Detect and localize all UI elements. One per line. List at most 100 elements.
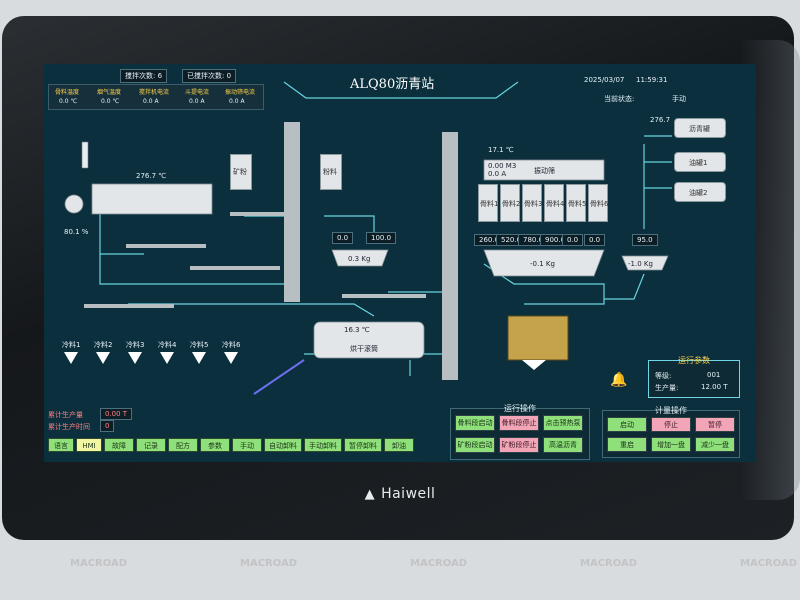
nav-params-button[interactable]: 参数 <box>200 438 230 452</box>
watermark: MACROAD <box>740 558 798 569</box>
nav-manual-discharge-button[interactable]: 手动卸料 <box>304 438 342 452</box>
hot-bin-3: 骨料3 <box>522 184 542 222</box>
tank-label: 油罐1 <box>689 159 708 167</box>
metering-start-button[interactable]: 启动 <box>607 417 647 432</box>
metering-pause-button[interactable]: 暂停 <box>695 417 735 432</box>
burner-percent: 80.1 % <box>64 228 89 236</box>
grade-value: 001 <box>707 371 721 379</box>
hot-bin-6: 骨料6 <box>588 184 608 222</box>
nav-oil-discharge-button[interactable]: 卸油 <box>384 438 414 452</box>
hot-bin-readout: 0.0 <box>584 234 606 246</box>
watermark-row: MACROAD MACROAD MACROAD MACROAD MACROAD <box>0 558 800 578</box>
scale-mid: -0.1 Kg <box>530 260 555 268</box>
drum-temp: 16.3 ℃ <box>344 326 370 334</box>
aggregate-stop-button[interactable]: 骨料段停止 <box>499 415 539 431</box>
powder-bin: 粉料 <box>320 154 342 190</box>
run-params-panel: 运行参数 等级: 001 生产量: 12.00 T <box>648 356 740 398</box>
cold-bin-label: 冷料3 <box>126 341 145 349</box>
nav-auto-discharge-button[interactable]: 自动卸料 <box>264 438 302 452</box>
mix-count-box: 搅拌次数: 6 <box>120 69 168 83</box>
cold-bin-label: 冷料2 <box>94 341 113 349</box>
hot-bin-1: 骨料1 <box>478 184 498 222</box>
process-pipes <box>64 81 672 395</box>
total-production-value: 0.00 T <box>100 408 133 420</box>
param-value: 0.0 A <box>189 98 205 105</box>
hot-bitumen-button[interactable]: 高温沥青 <box>543 437 583 453</box>
add-batch-button[interactable]: 增加一盘 <box>651 437 691 452</box>
bin-b-readout: 100.0 <box>366 232 397 244</box>
powder-stop-button[interactable]: 矿粉段停止 <box>499 437 539 453</box>
metering-panel: 计量操作 启动 停止 暂停 重启 增加一盘 减少一盘 <box>602 406 740 458</box>
metering-stop-button[interactable]: 停止 <box>651 417 691 432</box>
scale-right: -1.0 Kg <box>628 260 653 268</box>
screen-value-volume: 0.00 M3 <box>488 162 517 170</box>
alarm-bell-icon[interactable]: 🔔 <box>610 372 628 388</box>
param-value: 0.0 A <box>143 98 159 105</box>
scale-left: 0.3 Kg <box>348 255 371 263</box>
nav-fault-button[interactable]: 故障 <box>104 438 134 452</box>
status-label: 当前状态: <box>604 95 635 103</box>
aggregate-start-button[interactable]: 骨料段启动 <box>455 415 495 431</box>
total-production-label: 累计生产量 <box>48 411 83 419</box>
param-header: 骨料温度 <box>55 89 80 96</box>
nav-record-button[interactable]: 记录 <box>136 438 166 452</box>
run-ops-panel: 运行操作 骨料段启动 骨料段停止 点击预热泵 矿粉段启动 矿粉段停止 高温沥青 <box>450 404 590 460</box>
bin-a-readout: 0.0 <box>332 232 354 244</box>
nav-recipe-button[interactable]: 配方 <box>168 438 198 452</box>
output-label: 生产量: <box>655 384 679 392</box>
bitumen-tank: 沥青罐 <box>674 118 726 138</box>
nav-hmi-button[interactable]: HMI <box>76 438 102 452</box>
cold-bin-label: 冷料6 <box>222 341 241 349</box>
screen-value-current: 0.0 A <box>488 170 507 178</box>
hot-bin-label: 骨料1 <box>480 200 499 208</box>
nav-pause-discharge-button[interactable]: 暂停卸料 <box>344 438 382 452</box>
brand-logo: ▲ Haiwell <box>0 486 800 502</box>
done-count-box: 已搅拌次数: 0 <box>182 69 237 83</box>
nav-manual-button[interactable]: 手动 <box>232 438 262 452</box>
preheat-pump-button[interactable]: 点击预热泵 <box>543 415 583 431</box>
hot-bin-5: 骨料5 <box>566 184 586 222</box>
grade-label: 等级: <box>655 372 672 380</box>
param-value: 0.0 A <box>229 98 245 105</box>
status-value: 手动 <box>672 95 686 103</box>
hmi-screen: 搅拌次数: 6 已搅拌次数: 0 ALQ80沥青站 2025/03/07 11:… <box>44 64 756 462</box>
hot-bin-readout: 0.0 <box>562 234 584 246</box>
output-value: 12.00 T <box>701 383 728 391</box>
cold-bin-label: 冷料5 <box>190 341 209 349</box>
date-display: 2025/03/07 <box>584 76 625 84</box>
cold-bin-label: 冷料4 <box>158 341 177 349</box>
done-count-label: 已搅拌次数: <box>187 72 225 80</box>
brand-name: Haiwell <box>381 486 436 502</box>
mineral-bin-label: 矿粉 <box>233 168 247 176</box>
watermark: MACROAD <box>580 558 638 569</box>
watermark: MACROAD <box>70 558 128 569</box>
powder-bin-label: 粉料 <box>323 168 337 176</box>
dryer-temp: 276.7 ℃ <box>136 172 167 180</box>
oil-tank-1: 油罐1 <box>674 152 726 172</box>
param-header: 斗提电流 <box>185 89 210 96</box>
drum-label: 烘干滚筒 <box>350 345 378 353</box>
hot-bin-2: 骨料2 <box>500 184 520 222</box>
done-count-value: 0 <box>226 72 232 80</box>
powder-start-button[interactable]: 矿粉段启动 <box>455 437 495 453</box>
remove-batch-button[interactable]: 减少一盘 <box>695 437 735 452</box>
metering-restart-button[interactable]: 重启 <box>607 437 647 452</box>
time-display: 11:59:31 <box>636 76 668 84</box>
param-header: 搅拌机电流 <box>139 89 170 96</box>
param-header: 振动筛电流 <box>225 89 256 96</box>
tank-label: 油罐2 <box>689 189 708 197</box>
haiwell-logo-icon: ▲ <box>364 487 376 502</box>
run-params-title: 运行参数 <box>678 356 710 365</box>
hot-bin-label: 骨料2 <box>502 200 521 208</box>
run-ops-title: 运行操作 <box>504 404 536 413</box>
hot-bin-4: 骨料4 <box>544 184 564 222</box>
cold-bin-label: 冷料1 <box>62 341 81 349</box>
nav-language-button[interactable]: 语言 <box>48 438 74 452</box>
hot-bin-label: 骨料4 <box>546 200 565 208</box>
screen-label: 振动筛 <box>534 167 555 175</box>
param-header: 烟气温度 <box>97 89 122 96</box>
watermark: MACROAD <box>240 558 298 569</box>
param-value: 0.0 ℃ <box>101 98 120 105</box>
bitumen-readout: 95.0 <box>632 234 658 246</box>
hot-bin-label: 骨料5 <box>568 200 587 208</box>
